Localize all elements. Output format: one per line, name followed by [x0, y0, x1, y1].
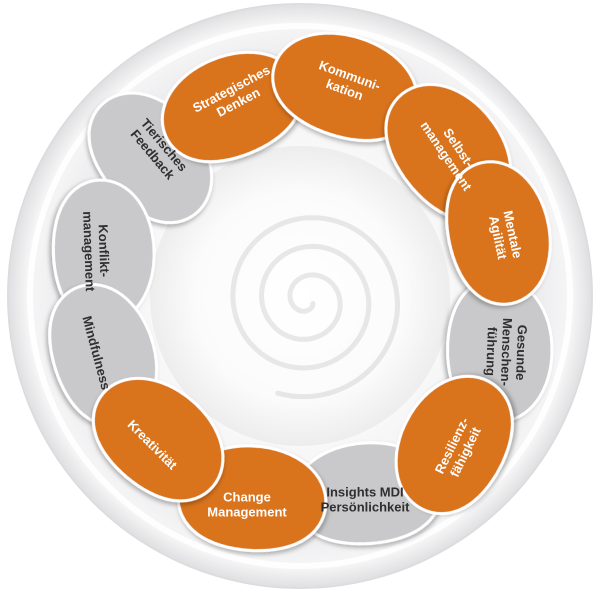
- segment-kommunikation: [271, 31, 419, 143]
- segment-shape-kreativitaet: [91, 376, 225, 503]
- label-line-change-management-1: Management: [207, 505, 287, 520]
- segment-mentale-agilitaet: [445, 160, 552, 306]
- label-line-konfliktmanagement-1: management: [80, 211, 98, 292]
- label-konfliktmanagement: Konflikt-management: [80, 210, 113, 292]
- label-line-konfliktmanagement-0: Konflikt-: [96, 224, 113, 277]
- label-line-insights-mdi-1: Persönlichkeit: [321, 500, 411, 515]
- segment-kreativitaet: [91, 376, 225, 503]
- label-gesunde-menschenfuehrung: GesundeMenschen-führung: [483, 317, 530, 386]
- segment-resilienzfaehigkeit: [394, 374, 514, 516]
- outer-ring-edge: [7, 3, 593, 589]
- outer-ring-highlight: [27, 23, 573, 569]
- label-line-gesunde-menschenfuehrung-2: führung: [483, 327, 500, 377]
- inner-disc: [150, 146, 450, 446]
- label-line-change-management-0: Change: [223, 490, 271, 505]
- segment-shape-resilienzfaehigkeit: [394, 374, 514, 516]
- segment-shape-strategisches-denken: [160, 50, 304, 164]
- segments-ring: [48, 31, 554, 553]
- center-swirl: [230, 215, 401, 400]
- label-mentale-agilitaet: MentaleAgilität: [486, 209, 525, 263]
- label-line-insights-mdi-0: Insights MDI: [326, 485, 403, 500]
- label-line-gesunde-menschenfuehrung-0: Gesunde: [513, 324, 530, 380]
- label-line-gesunde-menschenfuehrung-1: Menschen-: [498, 318, 515, 386]
- segment-strategisches-denken: [160, 50, 304, 164]
- segment-shape-mentale-agilitaet: [445, 160, 552, 306]
- segment-shape-kommunikation: [271, 31, 419, 143]
